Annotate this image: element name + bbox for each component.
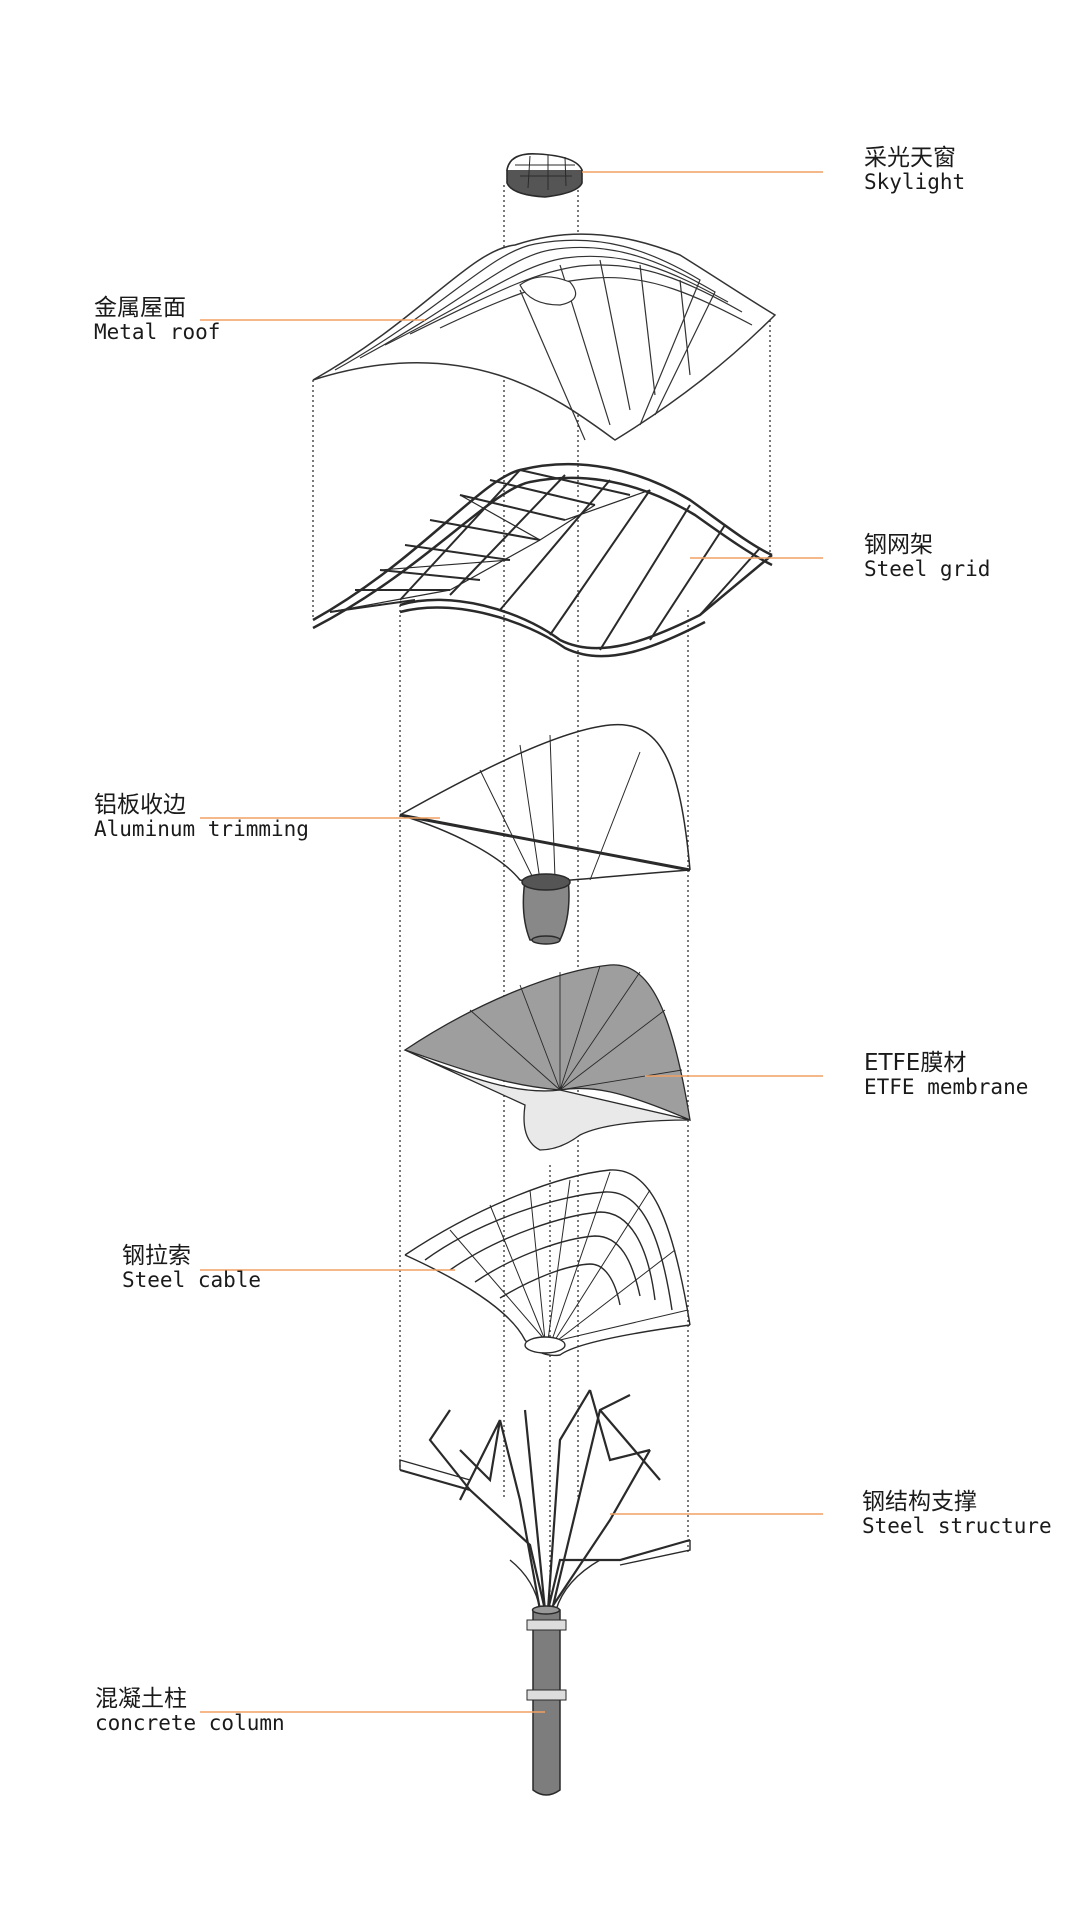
steel-cable-label-zh: 钢拉索 (122, 1243, 191, 1269)
grid-drawing (312, 462, 773, 658)
aluminum-trimming-label-zh: 铝板收边 (94, 792, 186, 818)
skylight-drawing (506, 153, 583, 198)
leader-lines (200, 171, 823, 1713)
trimming-drawing (399, 723, 691, 945)
aluminum-trimming-label-en: Aluminum trimming (94, 816, 309, 841)
projection-lines (312, 185, 771, 1620)
roof-drawing (312, 233, 777, 441)
metal-roof-label-zh: 金属屋面 (94, 295, 186, 321)
concrete-column-label-zh: 混凝土柱 (95, 1686, 187, 1712)
steel-structure-label-zh: 钢结构支撑 (862, 1489, 977, 1515)
membrane-drawing (403, 964, 691, 1151)
concrete-column-label-en: concrete column (95, 1710, 285, 1735)
skylight-label-zh: 采光天窗 (864, 145, 956, 171)
metal-roof-label-en: Metal roof (94, 319, 221, 344)
etfe-membrane-label-zh: ETFE膜材 (864, 1050, 967, 1076)
branch-drawing (399, 1389, 691, 1611)
steel-structure-label-en: Steel structure (862, 1513, 1052, 1538)
cable-drawing (404, 1169, 691, 1357)
column-drawing (526, 1605, 567, 1796)
steel-cable-label-en: Steel cable (122, 1267, 262, 1292)
etfe-membrane-label-en: ETFE membrane (864, 1074, 1029, 1099)
steel-grid-label-en: Steel grid (864, 556, 991, 581)
steel-grid-label-zh: 钢网架 (864, 532, 933, 558)
skylight-label-en: Skylight (864, 169, 966, 194)
